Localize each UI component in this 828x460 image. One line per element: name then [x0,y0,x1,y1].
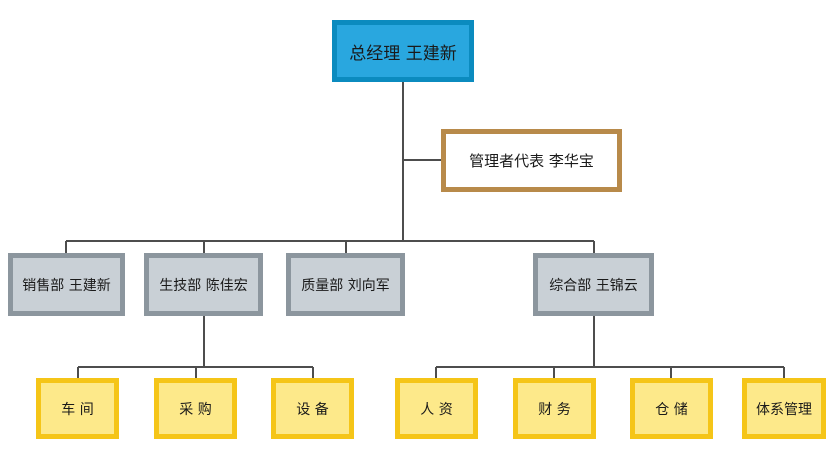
node-dept-tech: 生技部 陈佳宏 [144,253,263,316]
node-label: 财 务 [538,401,571,418]
node-label: 仓 储 [655,401,688,418]
node-label: 人 资 [420,401,453,418]
node-label: 管理者代表 李华宝 [469,152,594,170]
node-management-representative: 管理者代表 李华宝 [441,129,622,192]
node-dept-sales: 销售部 王建新 [8,253,125,316]
node-unit-workshop: 车 间 [36,378,119,439]
node-label: 总经理 王建新 [349,43,457,64]
node-unit-system-management: 体系管理 [742,378,826,439]
node-unit-equipment: 设 备 [271,378,354,439]
node-label: 生技部 陈佳宏 [159,277,248,294]
node-label: 体系管理 [756,401,812,418]
node-label: 综合部 王锦云 [549,277,638,294]
node-label: 销售部 王建新 [22,277,111,294]
node-label: 设 备 [296,401,329,418]
node-label: 质量部 刘向军 [301,277,390,294]
node-unit-warehouse: 仓 储 [630,378,713,439]
node-general-manager: 总经理 王建新 [332,20,474,82]
node-unit-hr: 人 资 [395,378,478,439]
node-dept-quality: 质量部 刘向军 [286,253,405,316]
node-label: 车 间 [61,401,94,418]
node-label: 采 购 [179,401,212,418]
node-unit-procurement: 采 购 [154,378,237,439]
node-unit-finance: 财 务 [513,378,596,439]
node-dept-general: 综合部 王锦云 [533,253,654,316]
